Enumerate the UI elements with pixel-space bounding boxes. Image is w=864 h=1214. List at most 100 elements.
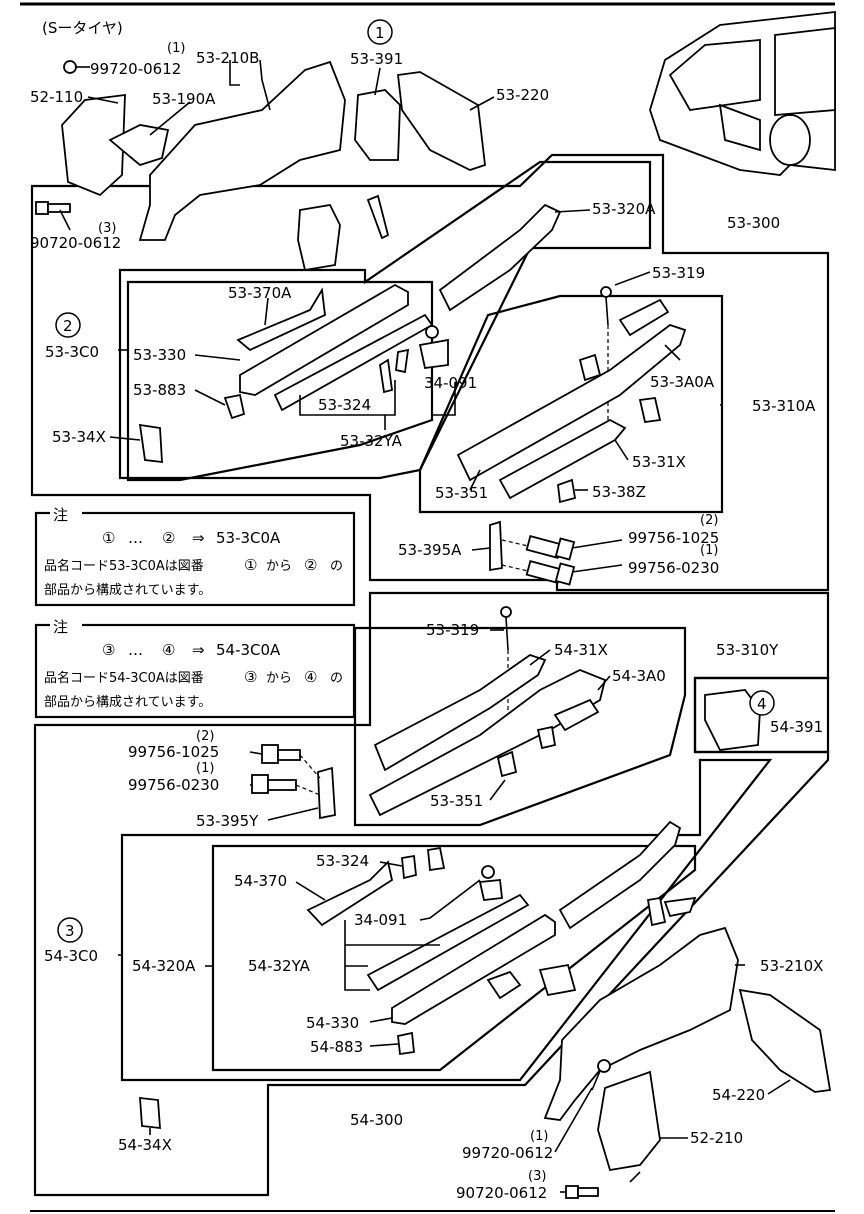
note-1-formula-code: 53-3C0A [216,529,281,547]
bolt-99756-1025b [261,744,301,764]
note-1-formula-a: ① [102,529,115,547]
note-2-formula-code: 54-3C0A [216,641,281,659]
note-1-line1-a: ① [244,556,257,574]
part-53-391 [354,89,401,161]
screw-99720-0612-top [63,60,90,74]
part-54-32ya [366,893,530,992]
qty-99720-top: (1) [167,41,185,56]
label-54-320a: 54-320A [132,957,196,975]
note-2-formula-a: ③ [102,641,115,659]
part-53-319a [600,286,612,326]
part-53-370a [236,287,326,352]
part-53-395a [489,520,503,572]
callout-3-code: 54-3C0 [44,947,98,965]
part-53-883 [223,393,246,420]
label-54-300: 54-300 [350,1111,403,1129]
label-54-883: 54-883 [310,1038,363,1056]
callout-circle-4 [749,690,775,716]
part-53-220 [397,71,486,171]
part-54-370 [306,860,394,927]
leader-dash-395y-1 [299,754,321,779]
note-2-line2: 部品から構成されています。 [44,695,211,710]
note-2-line1-mid: から [266,671,292,686]
note-2-line1-post: の [330,671,343,686]
part-53-190a [108,124,170,167]
label-53-32ya: 53-32YA [340,432,403,450]
label-53-391: 53-391 [350,50,403,68]
note-2-line1-a: ③ [244,668,257,686]
note-box-2 [34,623,356,719]
qty-99756-1025-a: (2) [700,513,718,528]
label-53-320a: 53-320A [592,200,656,218]
note-2-heading: 注 [53,618,68,636]
leader-dash-395y-2 [295,784,321,796]
label-53-351-a: 53-351 [435,484,488,502]
group-53-310y-box [353,626,687,827]
qty-99756-1025-b: (2) [196,729,214,744]
leader-lines [59,59,791,1193]
leader-dash-395a-1 [501,539,529,547]
callout-circle-1 [367,19,393,45]
label-53-210b: 53-210B [196,49,259,67]
qty-90720-bottom: (3) [528,1169,546,1184]
part-53-351b [496,750,518,778]
label-99720-0612-bottom: 99720-0612 [462,1144,553,1162]
label-53-319-b: 53-319 [426,621,479,639]
part-54-34x [139,1096,161,1130]
label-53-351-b: 53-351 [430,792,483,810]
group-53-3c0-box [118,160,652,480]
part-54-31x [373,654,547,772]
label-53-370a: 53-370A [228,284,292,302]
part-53-31x [498,418,627,500]
group-53-300-box [30,153,830,592]
label-53-883: 53-883 [133,381,186,399]
bolt-99756-0230a [525,559,576,586]
part-53-324b [401,846,446,880]
label-90720-0612-top: 90720-0612 [30,234,121,252]
part-53-38z [557,478,577,504]
qty-99756-0230-a: (1) [700,543,718,558]
label-99720-0612-top: 99720-0612 [90,60,181,78]
part-53-310a [456,298,687,482]
label-54-3a0: 54-3A0 [612,667,666,685]
note-2-formula-arrow: ⇒ [192,641,205,659]
callout-2-text: 2 [63,317,73,335]
part-53-34x [138,423,163,464]
note-1-line1-post: の [330,559,343,574]
part-53-330 [239,283,409,396]
label-53-300: 53-300 [727,214,780,232]
label-53-190a: 53-190A [152,90,216,108]
label-53-324: 53-324 [318,396,371,414]
note-box-1 [34,511,356,607]
label-52-110: 52-110 [30,88,83,106]
note-1-formula-arrow: ⇒ [192,529,205,547]
part-54-220 [738,988,832,1093]
callout-1-text: 1 [375,24,385,42]
label-99756-1025-a: 99756-1025 [628,529,719,547]
label-53-34x: 53-34X [52,428,106,446]
label-54-330: 54-330 [306,1014,359,1032]
part-53-32ya [273,313,434,412]
label-34-091-b: 34-091 [354,911,407,929]
part-54-3a0 [536,698,600,750]
label-53-31x: 53-31X [632,453,686,471]
label-53-210x: 53-210X [760,957,823,975]
label-53-38z: 53-38Z [592,483,646,501]
label-54-370: 54-370 [234,872,287,890]
note-1-line1-b: ② [304,556,317,574]
label-53-324-b: 53-324 [316,852,369,870]
qty-99756-0230-b: (1) [196,761,214,776]
label-54-34x: 54-34X [118,1136,172,1154]
callout-4-text: 4 [757,695,767,713]
bolt-99756-0230b [251,774,297,794]
note-2-line1-b: ④ [304,668,317,686]
part-53-210b [138,60,346,241]
callout-circle-2 [55,312,81,338]
part-52-110 [61,93,126,197]
part-53-310y [368,669,607,817]
part-53-395y [317,766,336,820]
callout-circle-3 [57,917,83,943]
label-53-395a: 53-395A [398,541,462,559]
qty-99720-bottom: (1) [530,1129,548,1144]
label-54-32ya: 54-32YA [248,957,311,975]
